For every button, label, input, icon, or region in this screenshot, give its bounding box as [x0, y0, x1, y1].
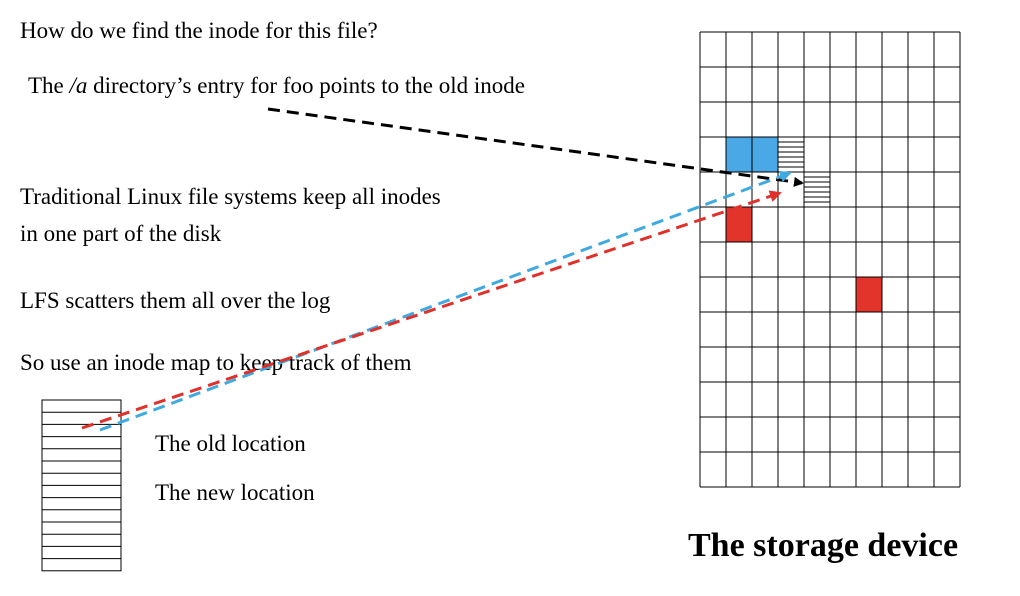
inode-block [778, 141, 804, 168]
inode-map-table [41, 399, 122, 572]
directory-path: /a [69, 73, 88, 98]
storage-device-grid [699, 31, 961, 488]
traditional-fs-text-line1: Traditional Linux file systems keep all … [20, 184, 441, 209]
directory-entry-text: The /a directory’s entry for foo points … [28, 72, 525, 100]
old-data-block [856, 277, 882, 312]
lfs-text: LFS scatters them all over the log [20, 288, 331, 313]
directory-entry-prefix: The [28, 73, 70, 98]
traditional-fs-text-line2: in one part of the disk [20, 221, 222, 246]
old-data-block [726, 207, 752, 242]
old-location-arrow [81, 190, 782, 430]
directory-entry-arrow [267, 107, 804, 187]
new-data-block [752, 137, 778, 172]
inode-block [804, 176, 830, 203]
inode-map-text: So use an inode map to keep track of the… [20, 350, 412, 375]
old-location-label: The old location [155, 431, 306, 456]
directory-entry-suffix: directory’s entry for foo points to the … [87, 73, 525, 98]
storage-device-title: The storage device [688, 527, 959, 564]
new-location-label: The new location [155, 480, 315, 505]
question-text: How do we find the inode for this file? [20, 18, 378, 43]
new-location-arrow [99, 170, 792, 432]
new-data-block [726, 137, 752, 172]
